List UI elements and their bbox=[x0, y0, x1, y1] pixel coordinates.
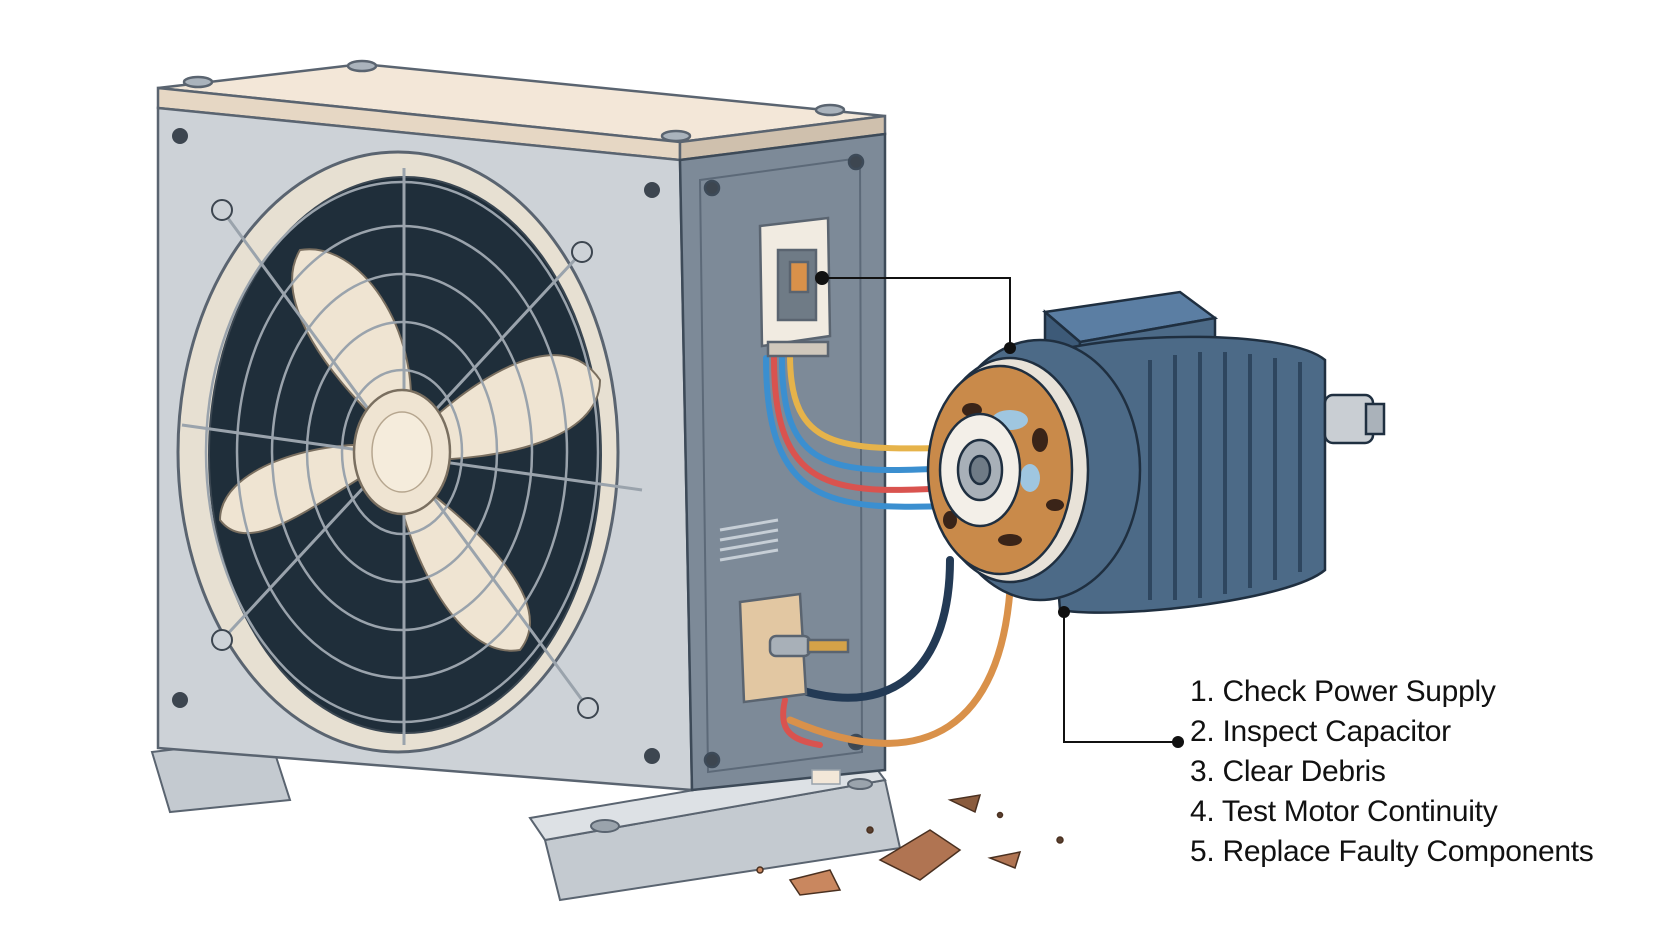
cooling-fins bbox=[1148, 352, 1302, 600]
debris bbox=[756, 794, 1064, 896]
fan-assembly bbox=[176, 150, 643, 754]
troubleshooting-steps: 1. Check Power Supply 2. Inspect Capacit… bbox=[1190, 672, 1594, 872]
step-3: 3. Clear Debris bbox=[1190, 755, 1386, 788]
service-valve bbox=[738, 592, 850, 704]
step-5: 5. Replace Faulty Components bbox=[1190, 835, 1594, 868]
guard-mounts bbox=[211, 199, 599, 719]
step-4: 4. Test Motor Continuity bbox=[1190, 795, 1498, 828]
step-2: 2. Inspect Capacitor bbox=[1190, 715, 1451, 748]
disconnect-box bbox=[758, 216, 832, 358]
leader-dot-capacitor bbox=[1004, 342, 1016, 354]
cabinet-top bbox=[156, 59, 887, 162]
step-1: 1. Check Power Supply bbox=[1190, 675, 1496, 708]
leader-dot-motor bbox=[1058, 606, 1070, 618]
fan-blades bbox=[218, 248, 602, 652]
fan-motor bbox=[926, 290, 1386, 614]
leader-lines bbox=[822, 277, 1178, 743]
wires bbox=[763, 352, 1014, 748]
rust-spots bbox=[943, 403, 1064, 546]
leader-dot-step-2 bbox=[1172, 736, 1184, 748]
side-vent bbox=[719, 518, 779, 562]
cabinet-side bbox=[678, 132, 887, 792]
